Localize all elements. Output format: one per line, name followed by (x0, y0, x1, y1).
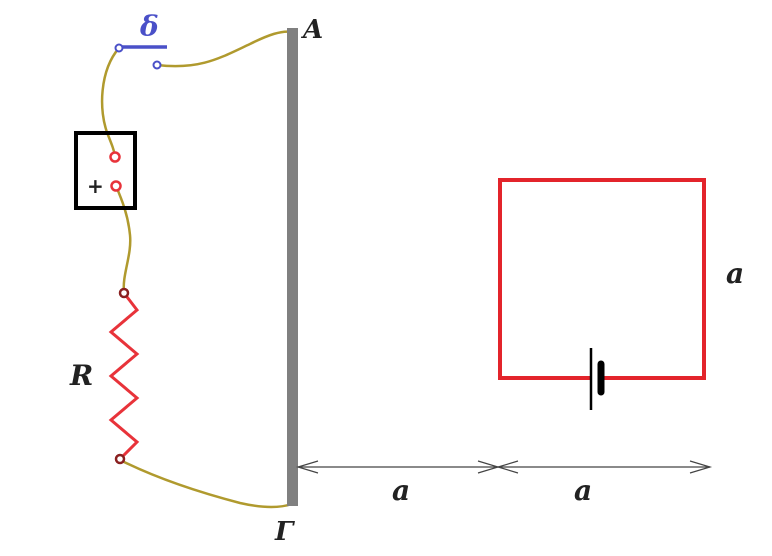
label-switch-gap: δ (139, 10, 159, 43)
label-resistor: R (69, 359, 93, 392)
wire-source-to-resistor (114, 185, 132, 293)
wire-switch-to-rod-top (156, 30, 293, 68)
source-terminal-negative (109, 151, 121, 163)
resistor-terminal-bottom (114, 453, 126, 465)
power-source-box (74, 131, 137, 210)
label-distance-2: a (574, 474, 592, 507)
arrowhead-second-start (495, 460, 519, 474)
source-terminal-positive (110, 180, 122, 192)
arrowhead-right-end (689, 460, 713, 474)
label-loop-side: a (726, 257, 744, 290)
resistor-terminal-top (118, 287, 130, 299)
wire-resistor-to-rod-bottom (119, 458, 293, 509)
label-top-end: Α (300, 15, 323, 45)
wire-switch-to-source (100, 47, 120, 157)
dimension-line (295, 460, 713, 474)
switch-terminal-right (152, 60, 162, 70)
square-loop (498, 178, 706, 380)
label-plus-sign: + (87, 174, 104, 198)
resistor-zigzag (108, 292, 140, 461)
label-distance-1: a (392, 474, 410, 507)
arrowhead-left-start (295, 460, 319, 474)
conducting-rod (287, 28, 298, 506)
label-bottom-end: Γ (274, 517, 295, 547)
switch-terminal-left (114, 43, 124, 53)
